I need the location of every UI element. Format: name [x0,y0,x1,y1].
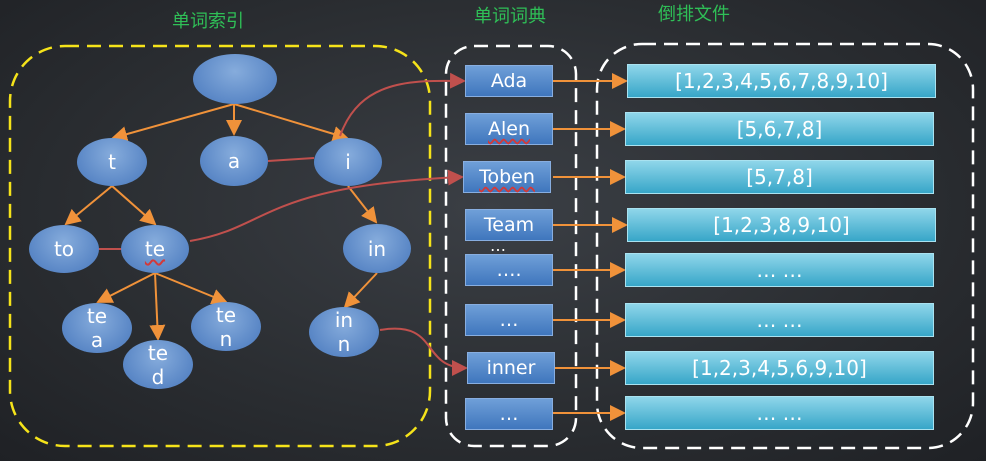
postings-file-title: 倒排文件 [658,4,730,25]
word-index-title: 单词索引 [172,11,244,32]
word-index-border [8,44,432,448]
dict-entry-ada: Ada [465,65,553,97]
tree-node-te: te [121,225,189,273]
tree-node-tea: te a [62,303,132,353]
tree-edges [64,103,378,341]
tree-node-root [193,54,277,104]
word-dictionary-title: 单词词典 [474,6,546,27]
dictionary-border [444,44,578,448]
dict-entry-ellipsis-2: … [465,304,553,336]
tree-node-ten: te n [191,302,261,351]
dict-entry-label: Team [483,214,535,236]
dict-entry-alen: Alen [465,113,553,145]
dict-entry-ellipsis-1: …. [465,254,553,286]
posting-list-alen: [5,6,7,8] [625,112,934,146]
cross-links [98,72,468,376]
posting-list-ellipsis-2: … … [625,303,934,337]
tree-node-t: t [77,138,147,186]
dict-entry-label: Alen [487,118,530,140]
dict-entry-inner: inner [467,352,555,384]
posting-list-ellipsis-1: … … [625,253,934,287]
tree-node-i: i [314,138,382,186]
dict-entry-label: Toben [479,166,535,188]
dict-entry-label: … [499,403,519,425]
dict-entry-team: Team [465,209,553,241]
dict-entry-label: Ada [490,70,528,92]
tree-node-to: to [29,225,99,273]
dict-entry-label: … [499,309,519,331]
tree-node-inn: in n [309,307,379,357]
tree-node-in: in [343,224,411,273]
postings-border [595,42,975,450]
dict-entry-label: …. [496,259,522,281]
dict-entry-toben: Toben [463,161,551,193]
tree-node-te-label: te [144,237,166,261]
posting-list-ada: [1,2,3,4,5,6,7,8,9,10] [627,64,936,98]
dict-ellipsis: … [490,236,506,255]
posting-list-inner: [1,2,3,4,5,6,9,10] [625,351,934,385]
dict-entry-label: inner [486,357,536,379]
posting-list-toben: [5,7,8] [625,160,934,194]
dict-entry-ellipsis-3: … [465,398,553,430]
posting-list-team: [1,2,3,8,9,10] [627,208,936,242]
tree-node-ted: te d [123,340,193,389]
tree-node-a: a [200,136,268,186]
dict-to-postings-arrows [553,73,628,421]
posting-list-ellipsis-3: … … [625,396,934,430]
